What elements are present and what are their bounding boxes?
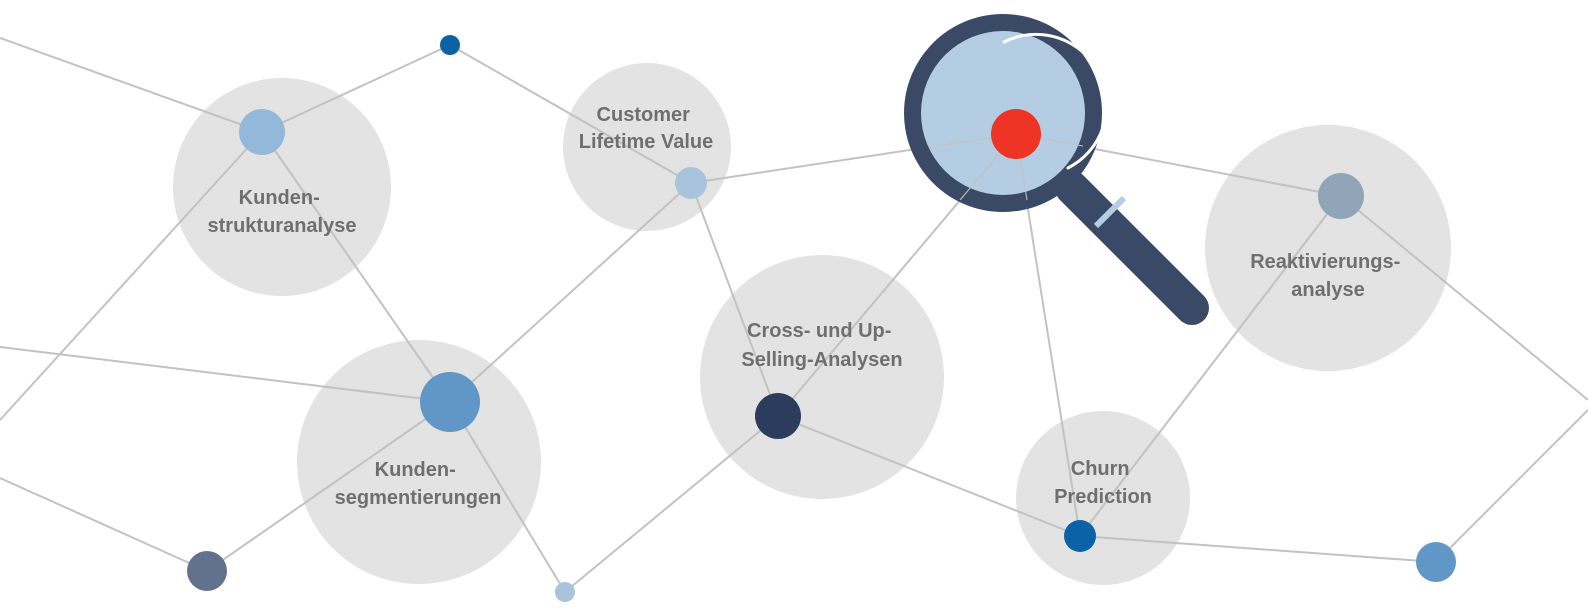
edge [261,131,451,403]
bubble-cross-und-upselling [700,255,944,499]
node-bottom-right [1416,542,1456,582]
node-reaktivierungsanalyse [1318,173,1364,219]
edge [449,401,566,593]
bubble-kundenstrukturanalyse [173,78,391,296]
node-cross-und-upselling [755,393,801,439]
label-customer-lifetime-value: Customer Lifetime Value [579,104,714,153]
edge [0,477,208,572]
edge [0,37,263,133]
edge [564,415,779,593]
node-bottom-left [187,551,227,591]
edge [690,182,779,417]
edge [261,44,451,133]
network-nodes [187,35,1456,602]
node-customer-lifetime-value [675,167,707,199]
label-kundensegmentierungen: Kunden- segmentierungen [335,459,502,509]
magnifier-handle [1055,171,1209,325]
edge [777,415,1081,537]
topic-labels: Kunden- strukturanalyse Customer Lifetim… [208,104,1406,509]
edge [449,44,692,184]
topic-bubbles [173,63,1451,585]
edge [0,346,451,403]
edge [1435,409,1588,563]
node-churn-prediction [1064,520,1096,552]
edge [1340,195,1588,401]
bubble-kundensegmentierungen [297,340,541,584]
edge [1079,195,1342,537]
label-churn-prediction: Churn Prediction [1054,458,1152,508]
node-bottom-small [555,582,575,602]
edge [0,131,263,421]
magnifier-band [1093,195,1127,229]
node-kundenstrukturanalyse [239,109,285,155]
node-kundensegmentierungen [420,372,480,432]
node-top [440,35,460,55]
magnifier-glare [1002,32,1109,170]
label-reaktivierungsanalyse: Reaktivierungs- analyse [1250,251,1406,301]
bubble-reaktivierungsanalyse [1205,125,1451,371]
label-cross-und-upselling: Cross- und Up- Selling-Analysen [741,320,902,371]
node-focus [991,109,1041,159]
edge [206,401,451,572]
edge [449,182,692,403]
edge [1079,535,1437,563]
magnifying-glass-icon [904,14,1209,325]
label-kundenstrukturanalyse: Kunden- strukturanalyse [208,187,357,237]
